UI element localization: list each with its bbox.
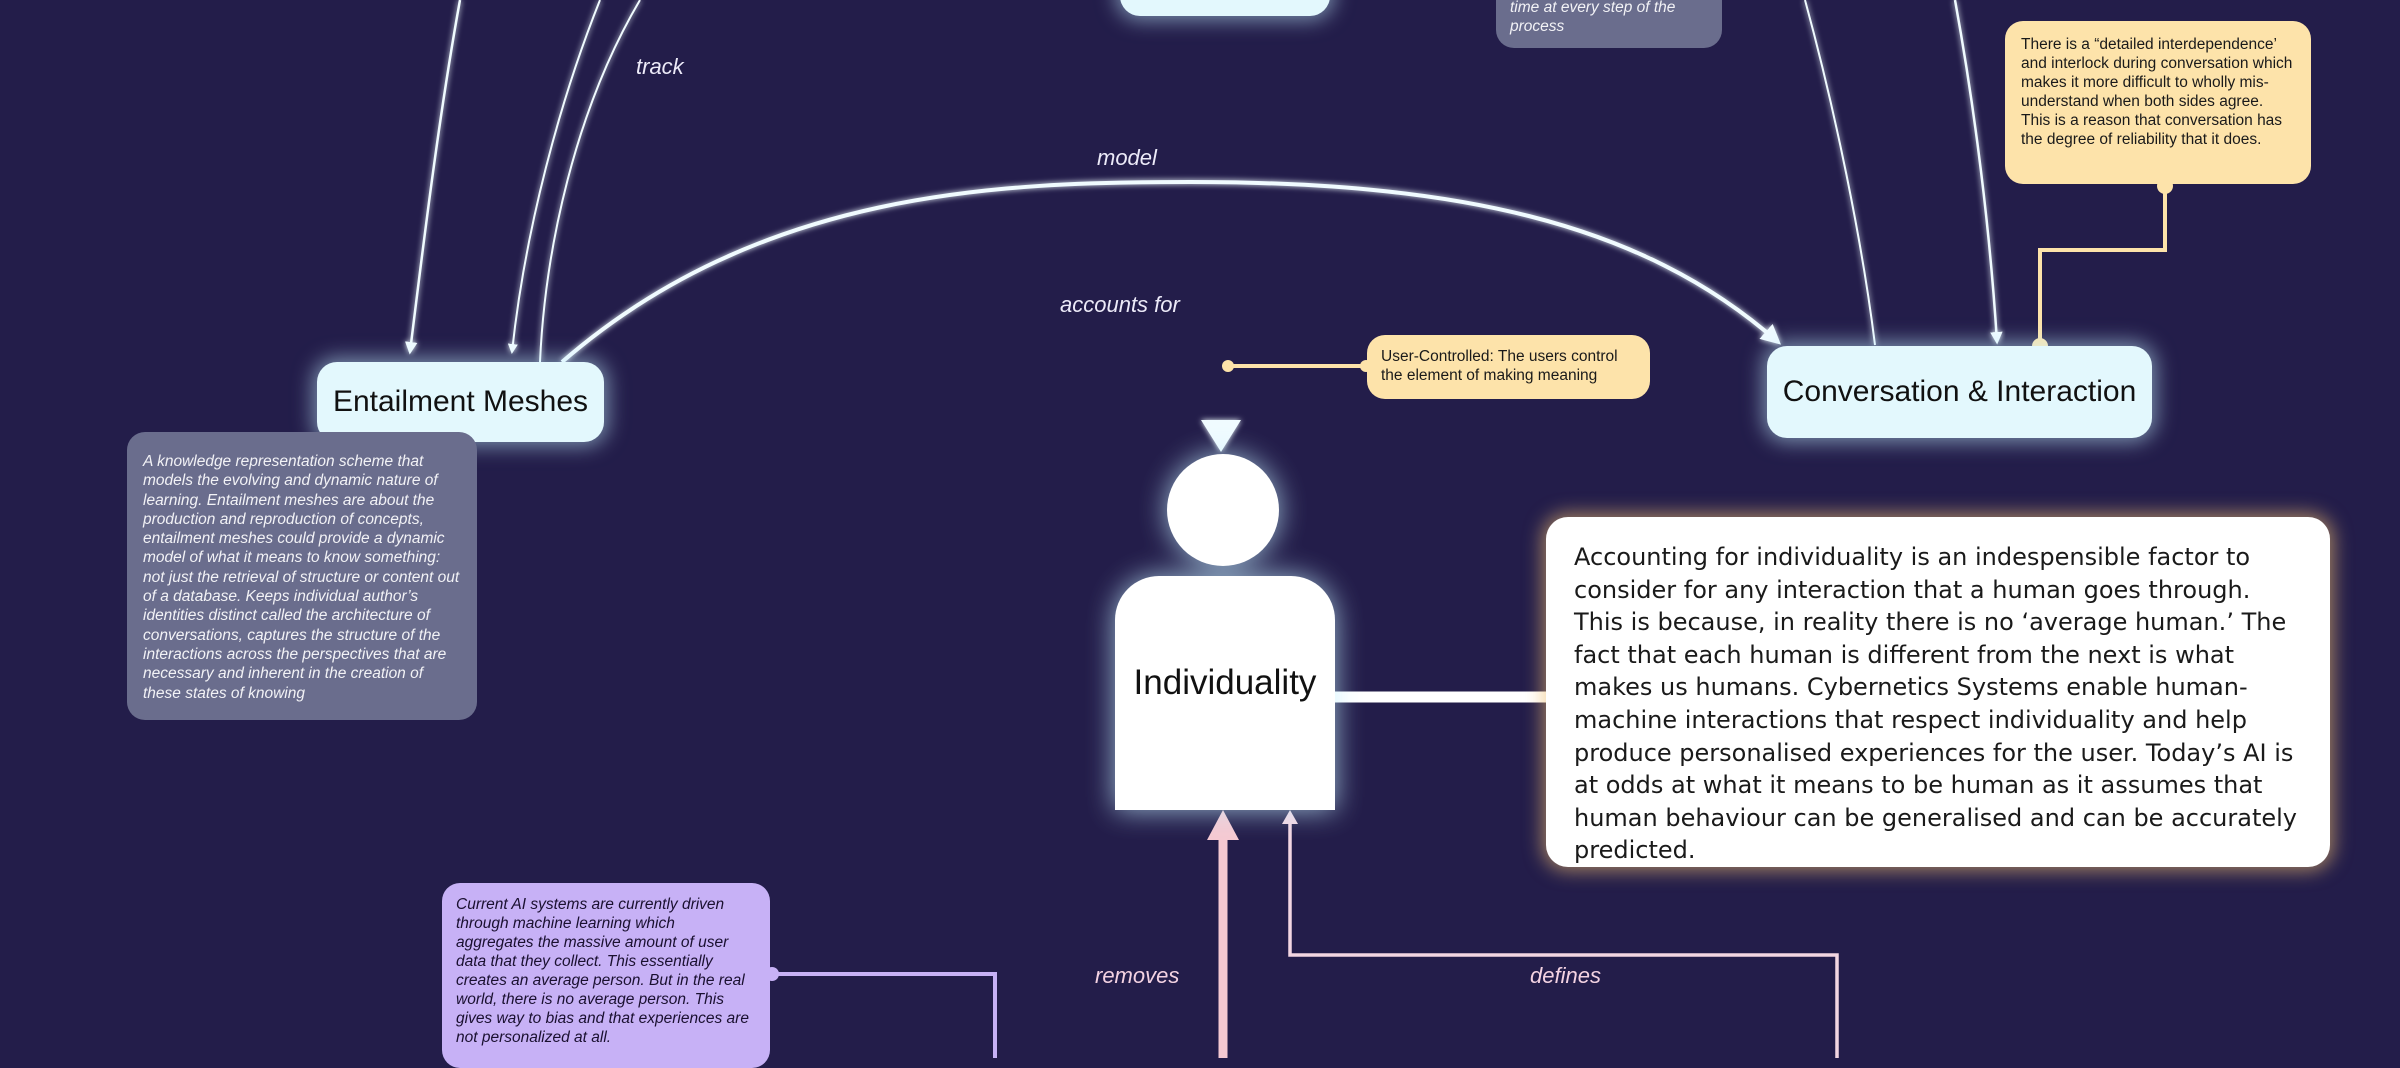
removes-arrowhead [1207, 810, 1239, 840]
connector-interdependence [2038, 186, 2167, 346]
note-interdependence-text: There is a “detailed interdependence’ an… [2021, 36, 2293, 148]
connector-current-ai [772, 972, 997, 1058]
edge-model [560, 179, 1781, 364]
callout-individuality-text: Accounting for individuality is an indes… [1574, 543, 2297, 865]
note-entailment-description: A knowledge representation scheme that m… [127, 432, 477, 720]
edge-defines [1288, 824, 1839, 1058]
node-top-partial[interactable] [1120, 0, 1330, 16]
edge-label-removes: removes [1095, 963, 1180, 988]
person-body-shape: Individuality [1115, 576, 1335, 810]
note-current-ai-text: Current AI systems are currently driven … [456, 896, 749, 1046]
node-entailment-meshes[interactable]: Entailment Meshes [317, 362, 604, 442]
edge-track-right [539, 0, 641, 363]
edge-conversation-left [1804, 0, 1876, 346]
connector-dot [1222, 360, 1234, 372]
note-user-controlled: User-Controlled: The users control the e… [1367, 335, 1650, 399]
defines-arrowhead [1282, 810, 1298, 824]
person-head-shape [1167, 454, 1279, 566]
edge-label-accounts-for: accounts for [1060, 292, 1180, 317]
accounts-for-arrowhead [1201, 420, 1241, 452]
edge-label-defines: defines [1530, 963, 1601, 988]
node-conversation-interaction[interactable]: Conversation & Interaction [1767, 346, 2152, 438]
note-top-fragment-text: time at every step of the process [1510, 0, 1676, 36]
edge-label-model: model [1097, 145, 1157, 170]
edge-label-track: track [636, 54, 684, 79]
note-top-fragment: time at every step of the process [1496, 0, 1722, 48]
edge-track-left [405, 0, 462, 355]
callout-individuality: Accounting for individuality is an indes… [1546, 517, 2330, 867]
note-user-controlled-text: User-Controlled: The users control the e… [1381, 348, 1618, 384]
edge-conversation-right [1953, 0, 2003, 345]
node-individuality[interactable]: Individuality [1115, 454, 1335, 810]
note-entailment-description-text: A knowledge representation scheme that m… [143, 453, 460, 702]
note-interdependence: There is a “detailed interdependence’ an… [2005, 21, 2311, 184]
edge-track-mid [507, 0, 601, 354]
note-current-ai: Current AI systems are currently driven … [442, 883, 770, 1068]
node-entailment-meshes-label: Entailment Meshes [332, 385, 589, 418]
node-individuality-label: Individuality [1133, 663, 1317, 702]
node-conversation-interaction-label: Conversation & Interaction [1782, 375, 2137, 408]
